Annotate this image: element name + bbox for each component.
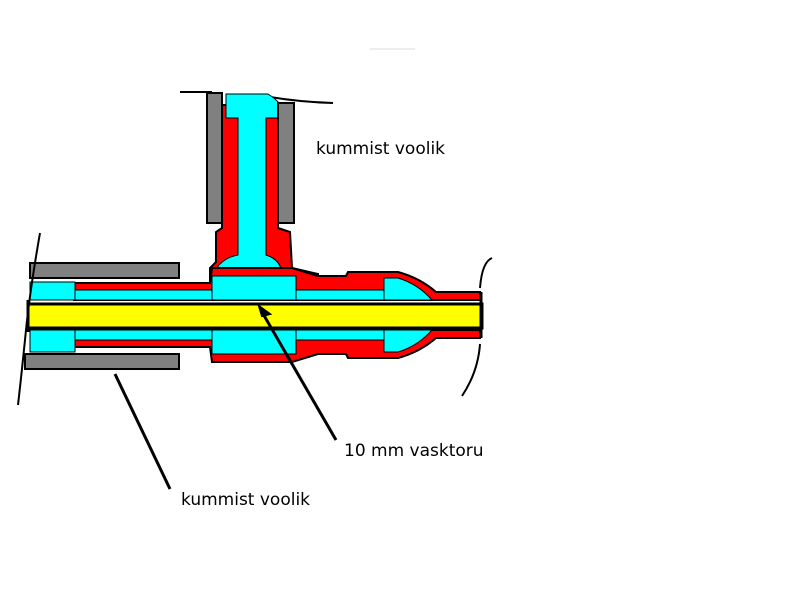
horizontal-hose <box>24 262 180 370</box>
vertical-hose-right-wall <box>277 102 295 224</box>
horizontal-hose-lower-wall <box>24 353 180 370</box>
vertical-hose <box>206 92 295 224</box>
upper-fluid-right <box>295 289 385 301</box>
lower-fluid-mid <box>74 329 213 341</box>
label-rubber-hose-bottom: kummist voolik <box>181 490 311 510</box>
copper-pipe <box>26 302 484 330</box>
upper-fluid-mid <box>74 289 213 301</box>
lower-fluid-left <box>29 329 76 353</box>
copper-pipe-leader <box>257 303 338 441</box>
upper-fluid-taper <box>383 277 434 301</box>
horizontal-fitting-upper <box>29 267 481 301</box>
right-break-line <box>461 257 493 397</box>
left-break-line <box>17 232 41 406</box>
label-rubber-hose-top: kummist voolik <box>316 139 446 159</box>
leader-arrowhead <box>257 303 273 318</box>
upper-fluid-left <box>29 281 76 301</box>
horizontal-hose-upper-wall <box>29 262 180 279</box>
lower-fluid-right <box>295 329 385 341</box>
label-copper-pipe: 10 mm vasktoru <box>344 441 484 461</box>
lower-fluid-center <box>211 329 297 355</box>
lower-fluid-taper <box>383 329 434 353</box>
vertical-hose-left-wall <box>206 92 223 224</box>
horizontal-fitting-lower <box>29 329 481 363</box>
upper-fluid-center <box>211 275 297 301</box>
vertical-fitting <box>209 93 319 291</box>
lower-hose-leader <box>113 373 172 490</box>
